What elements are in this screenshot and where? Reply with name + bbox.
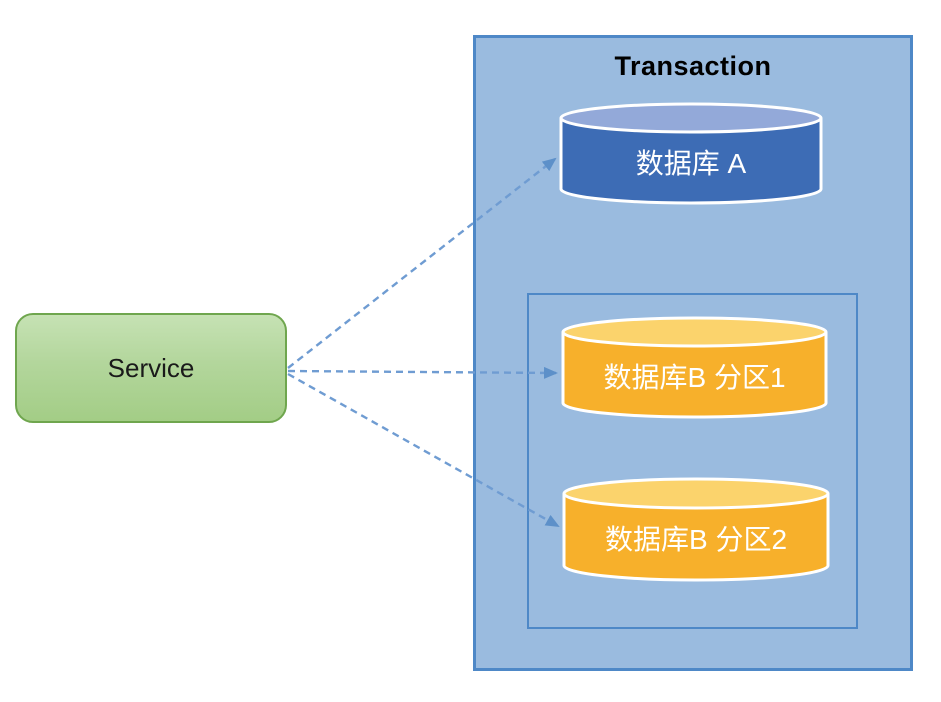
database-b-partition-1-cylinder: 数据库B 分区1 bbox=[561, 316, 828, 420]
cylinder-top-shape bbox=[562, 477, 830, 510]
database-a-cylinder: 数据库 A bbox=[559, 102, 823, 206]
cylinder-top-shape bbox=[559, 102, 823, 134]
cylinder-body-shape bbox=[561, 332, 828, 419]
database-cylinder-icon bbox=[562, 477, 830, 582]
database-b-partition-2-cylinder: 数据库B 分区2 bbox=[562, 477, 830, 583]
cylinder-body-shape bbox=[562, 493, 830, 582]
transaction-title: Transaction bbox=[614, 51, 772, 81]
database-cylinder-icon bbox=[559, 102, 823, 205]
service-node: Service bbox=[15, 313, 287, 423]
cylinder-body-shape bbox=[559, 118, 823, 205]
cylinder-top-shape bbox=[561, 316, 828, 348]
service-label: Service bbox=[107, 352, 195, 383]
database-cylinder-icon bbox=[561, 316, 828, 419]
